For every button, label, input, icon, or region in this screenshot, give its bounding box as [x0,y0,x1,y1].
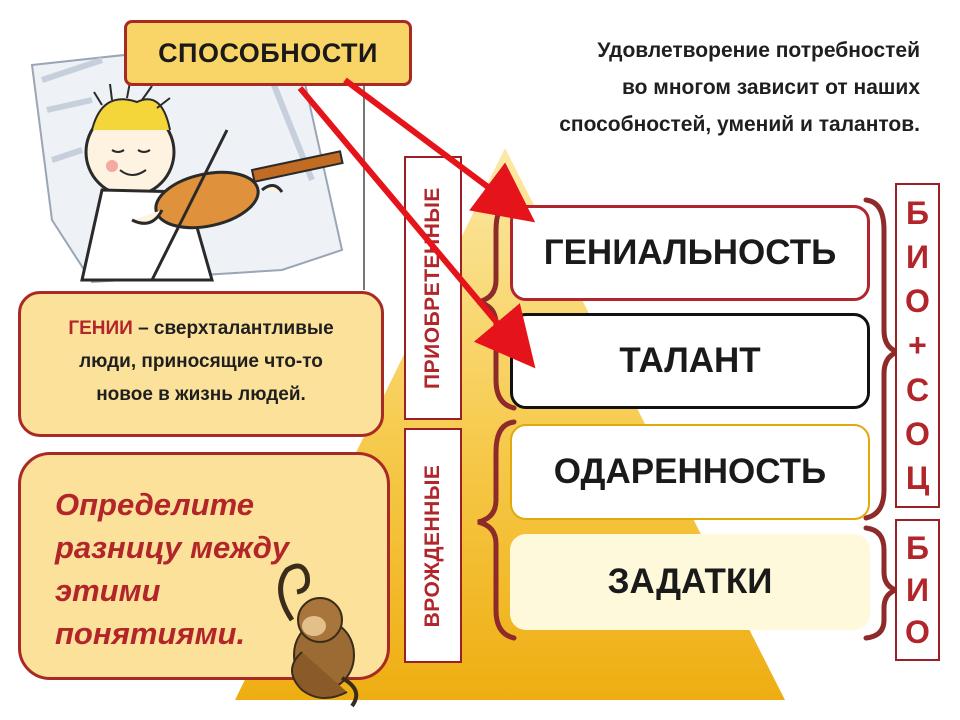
intro-line: во многом зависит от наших [622,76,920,99]
definition-text: люди, приносящие что-то [79,351,323,372]
bio-soc-letter: И [906,239,929,276]
bio-letter: И [906,572,929,608]
bio-letter: О [905,614,930,650]
bio-soc-letter: С [905,371,930,408]
definition-box: ГЕНИИ – сверхталантливые люди, приносящи… [18,291,384,437]
task-box: Определите разницу между этими понятиями… [18,452,390,680]
bio-soc-letter: + [908,327,927,364]
bio-soc-letter: Ц [905,459,930,496]
level-inclinations: ЗАДАТКИ [510,534,870,630]
intro-text: Удовлетворение потребностей во многом за… [440,32,920,143]
acquired-label-box: ПРИОБРЕТЕННЫЕ [404,156,462,420]
intro-line: способностей, умений и талантов. [559,113,920,136]
definition-text: – сверхталантливые [132,318,334,339]
bio-soc-letter: О [905,283,930,320]
bio-letter: Б [906,530,929,566]
acquired-label: ПРИОБРЕТЕННЫЕ [421,187,444,389]
bio-soc-letter: О [905,415,930,452]
level-genius: ГЕНИАЛЬНОСТЬ [510,205,870,301]
abilities-label: СПОСОБНОСТИ [124,20,412,86]
level-label: ОДАРЕННОСТЬ [553,452,827,491]
abilities-label-text: СПОСОБНОСТИ [158,37,378,68]
level-label: ГЕНИАЛЬНОСТЬ [543,233,837,272]
innate-label-box: ВРОЖДЕННЫЕ [404,428,462,663]
level-label: ЗАДАТКИ [607,562,773,601]
bio-label: Б И О [895,519,940,661]
bio-soc-letter: Б [906,195,929,232]
innate-label: ВРОЖДЕННЫЕ [421,464,444,627]
level-giftedness: ОДАРЕННОСТЬ [510,424,870,520]
intro-line: Удовлетворение потребностей [597,39,920,62]
bio-soc-label: Б И О + С О Ц [895,183,940,508]
definition-text: новое в жизнь людей. [96,384,306,405]
definition-term: ГЕНИИ [68,318,133,339]
level-label: ТАЛАНТ [619,341,761,380]
task-text: Определите разницу между этими понятиями… [55,487,290,651]
monkey-thinker-illustration [278,563,359,708]
level-talent: ТАЛАНТ [510,313,870,409]
